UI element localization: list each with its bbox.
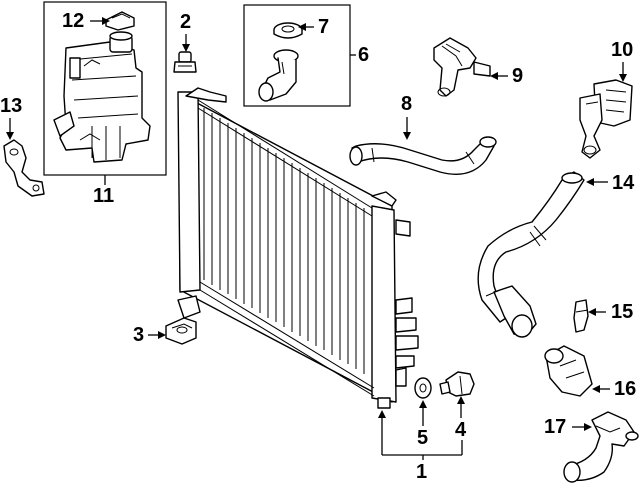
reservoir-tank <box>53 31 151 163</box>
callout-8: 8 <box>401 93 413 115</box>
bypass-hose <box>563 411 639 483</box>
radiator-core <box>177 87 419 409</box>
reservoir-cap <box>105 11 135 31</box>
temperature-sensor <box>573 299 589 333</box>
callout-9: 9 <box>512 65 524 87</box>
callout-4: 4 <box>455 419 467 441</box>
callout-16: 16 <box>614 378 637 400</box>
callout-15: 15 <box>611 301 634 323</box>
thermostat-housing <box>579 79 633 159</box>
callout-17: 17 <box>544 416 567 438</box>
water-outlet <box>433 37 491 97</box>
radiator-cap <box>273 22 303 39</box>
leader-lines <box>6 17 627 460</box>
callout-6: 6 <box>358 44 370 66</box>
upper-hose <box>349 136 497 175</box>
drain-plug <box>439 371 475 397</box>
callout-1: 1 <box>416 461 428 483</box>
hose-joint <box>544 345 593 397</box>
filler-neck <box>258 49 299 102</box>
lower-hose <box>477 171 585 338</box>
callout-2: 2 <box>180 11 192 33</box>
mount-bushing <box>173 51 197 73</box>
callout-5: 5 <box>417 427 429 449</box>
callout-14: 14 <box>612 172 635 194</box>
callout-7: 7 <box>318 16 330 38</box>
mount-bracket <box>3 139 45 197</box>
callout-13: 13 <box>0 95 23 117</box>
callout-11: 11 <box>93 185 115 207</box>
callout-12: 12 <box>62 10 85 32</box>
drain-washer <box>414 377 432 399</box>
callout-10: 10 <box>611 39 634 61</box>
callout-3: 3 <box>133 324 145 346</box>
lower-mount <box>165 317 197 345</box>
